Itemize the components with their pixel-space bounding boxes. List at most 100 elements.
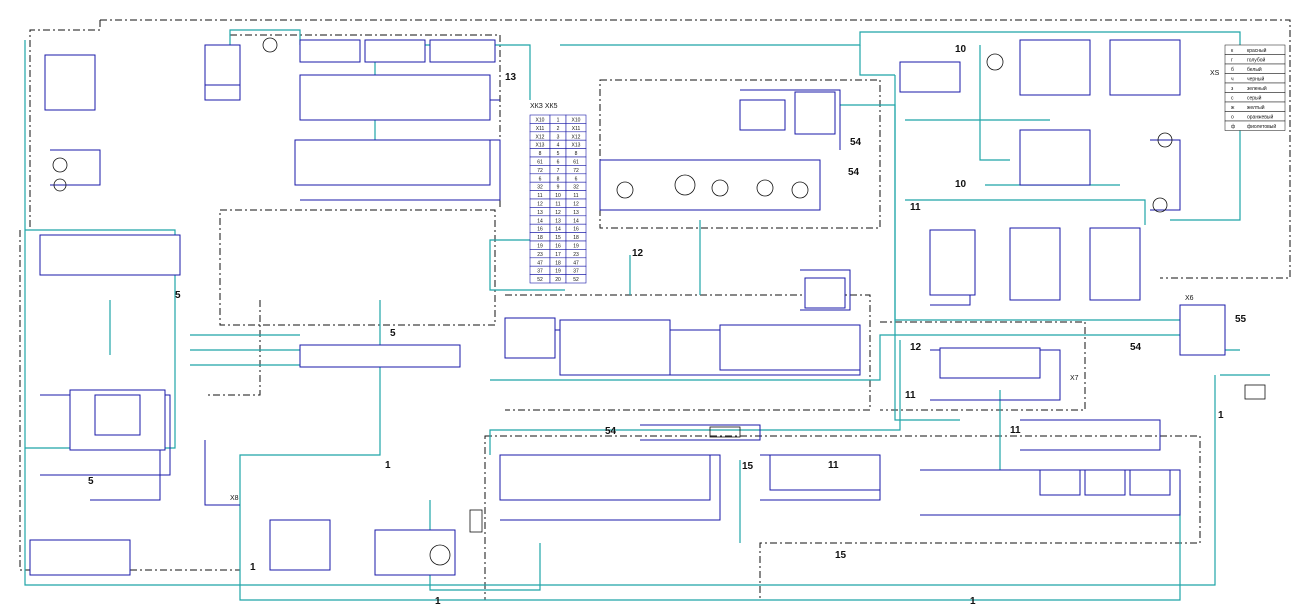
wire-number: 5 (175, 290, 181, 301)
table-cell-text: Х11 (572, 126, 581, 132)
connector-block-top-1 (299, 39, 361, 63)
table-cell-text: 12 (555, 210, 561, 216)
fuse-icon (469, 509, 483, 533)
table-cell-text: 23 (573, 252, 579, 258)
connector-block-top-2 (364, 39, 426, 63)
table-cell-text: Х11 (536, 126, 545, 132)
table-cell-text: 18 (573, 235, 579, 241)
wire-number: 55 (1235, 314, 1247, 325)
table-cell-text: 18 (537, 235, 543, 241)
table-cell-text: Х13 (572, 143, 581, 149)
table-cell-text: 12 (573, 202, 579, 208)
component-a6 (1009, 227, 1061, 301)
table-cell-text: Х10 (536, 118, 545, 124)
wire-number: 15 (742, 461, 754, 472)
table-cell-text: Х13 (536, 143, 545, 149)
wire-number: 10 (955, 44, 967, 55)
wire-number: 5 (390, 328, 396, 339)
table-cell-text: 32 (537, 185, 543, 191)
wire-number: 1 (250, 562, 256, 573)
table-cell-text: 61 (537, 160, 543, 166)
switch-icon (1244, 384, 1266, 400)
table-cell-text: 14 (537, 218, 543, 224)
wire-number: 1 (970, 596, 976, 607)
relay-left-bottom (94, 394, 141, 436)
table-cell-text: 72 (537, 168, 543, 174)
lamp-icon (1152, 197, 1168, 213)
table-cell-text: 6 (539, 176, 542, 182)
frames (19, 19, 1291, 601)
wire-number-labels: 1 1 1 1 1 5 5 5 10 10 11 11 11 11 12 12 … (88, 44, 1247, 607)
table-cell-text: 32 (573, 185, 579, 191)
table-cell-text: Х12 (536, 134, 545, 140)
legend-color-name: черный (1247, 76, 1265, 83)
lamp-icon (791, 181, 809, 199)
legend-code: б (1231, 67, 1234, 73)
wire-number: 5 (88, 476, 94, 487)
connector-right-edge (1179, 304, 1226, 356)
mid-switch-box (804, 277, 846, 309)
table-cell-text: 8 (557, 176, 560, 182)
terminal-bottom-2 (374, 529, 456, 576)
icons (52, 37, 1266, 566)
label-xs: ХS (1210, 70, 1220, 77)
legend-code: г (1231, 58, 1233, 64)
legend-code: о (1231, 115, 1234, 121)
legend-color-name: красный (1247, 47, 1267, 54)
table-cell-text: 7 (557, 168, 560, 174)
legend-color-name: зеленый (1247, 85, 1267, 92)
coil-bottom-1 (1039, 469, 1081, 496)
wire-harness (24, 29, 1270, 601)
legend-code: с (1231, 96, 1234, 102)
table-cell-text: 14 (573, 218, 579, 224)
table-cell-text: 72 (573, 168, 579, 174)
connector-x13 (794, 91, 836, 135)
table-cell-text: 15 (555, 235, 561, 241)
wire-number: 11 (905, 390, 916, 401)
table-cell-text: 47 (537, 260, 543, 266)
table-cell-text: 10 (555, 193, 561, 199)
motor-icon (986, 53, 1004, 71)
wire-number: 1 (435, 596, 441, 607)
table-cell (565, 274, 587, 284)
connector-right-mid (504, 317, 556, 359)
connector-x15 (939, 347, 1041, 379)
table-cell-text: 20 (555, 277, 561, 283)
wire-number: 12 (632, 248, 644, 259)
table-cell-text: 2 (557, 126, 560, 132)
table-cell-text: 16 (537, 227, 543, 233)
connector-x16 (899, 61, 961, 93)
table-cell-text: 19 (537, 244, 543, 250)
table-cell-text: 9 (557, 185, 560, 191)
connector-bottom-big (499, 454, 711, 501)
table-cell-text: 52 (573, 277, 579, 283)
wire-number: 13 (505, 72, 517, 83)
table-cell-text: 17 (555, 252, 561, 258)
legend-color-name: оранжевый (1247, 114, 1273, 121)
table-cell-text: 13 (573, 210, 579, 216)
label-x6: Х6 (1185, 295, 1194, 302)
table-cell-text: 12 (537, 202, 543, 208)
lamp-icon (616, 181, 634, 199)
table-cell-text: 52 (537, 277, 543, 283)
table-cell-text: 11 (555, 202, 560, 208)
legend-code: ч (1231, 77, 1234, 83)
legend-code: ф (1231, 124, 1235, 130)
component-a5 (929, 229, 976, 296)
lamp-icon (53, 178, 67, 192)
table-cell-text: 14 (555, 227, 561, 233)
lamp-icon (756, 179, 774, 197)
lamp-icon (262, 37, 278, 53)
connector-block-top-3 (429, 39, 496, 63)
relay-row-1 (299, 74, 491, 121)
legend-row (1224, 120, 1286, 131)
lamp-icon (674, 174, 696, 196)
label-xk: ХКЗ ХК5 (530, 103, 558, 110)
label-x7: Х7 (1070, 375, 1079, 382)
table-cell-text: 1 (557, 118, 560, 124)
legend-color-name: белый (1247, 66, 1262, 73)
coil-bottom-3 (1129, 469, 1171, 496)
table-cell-text: 61 (573, 160, 579, 166)
